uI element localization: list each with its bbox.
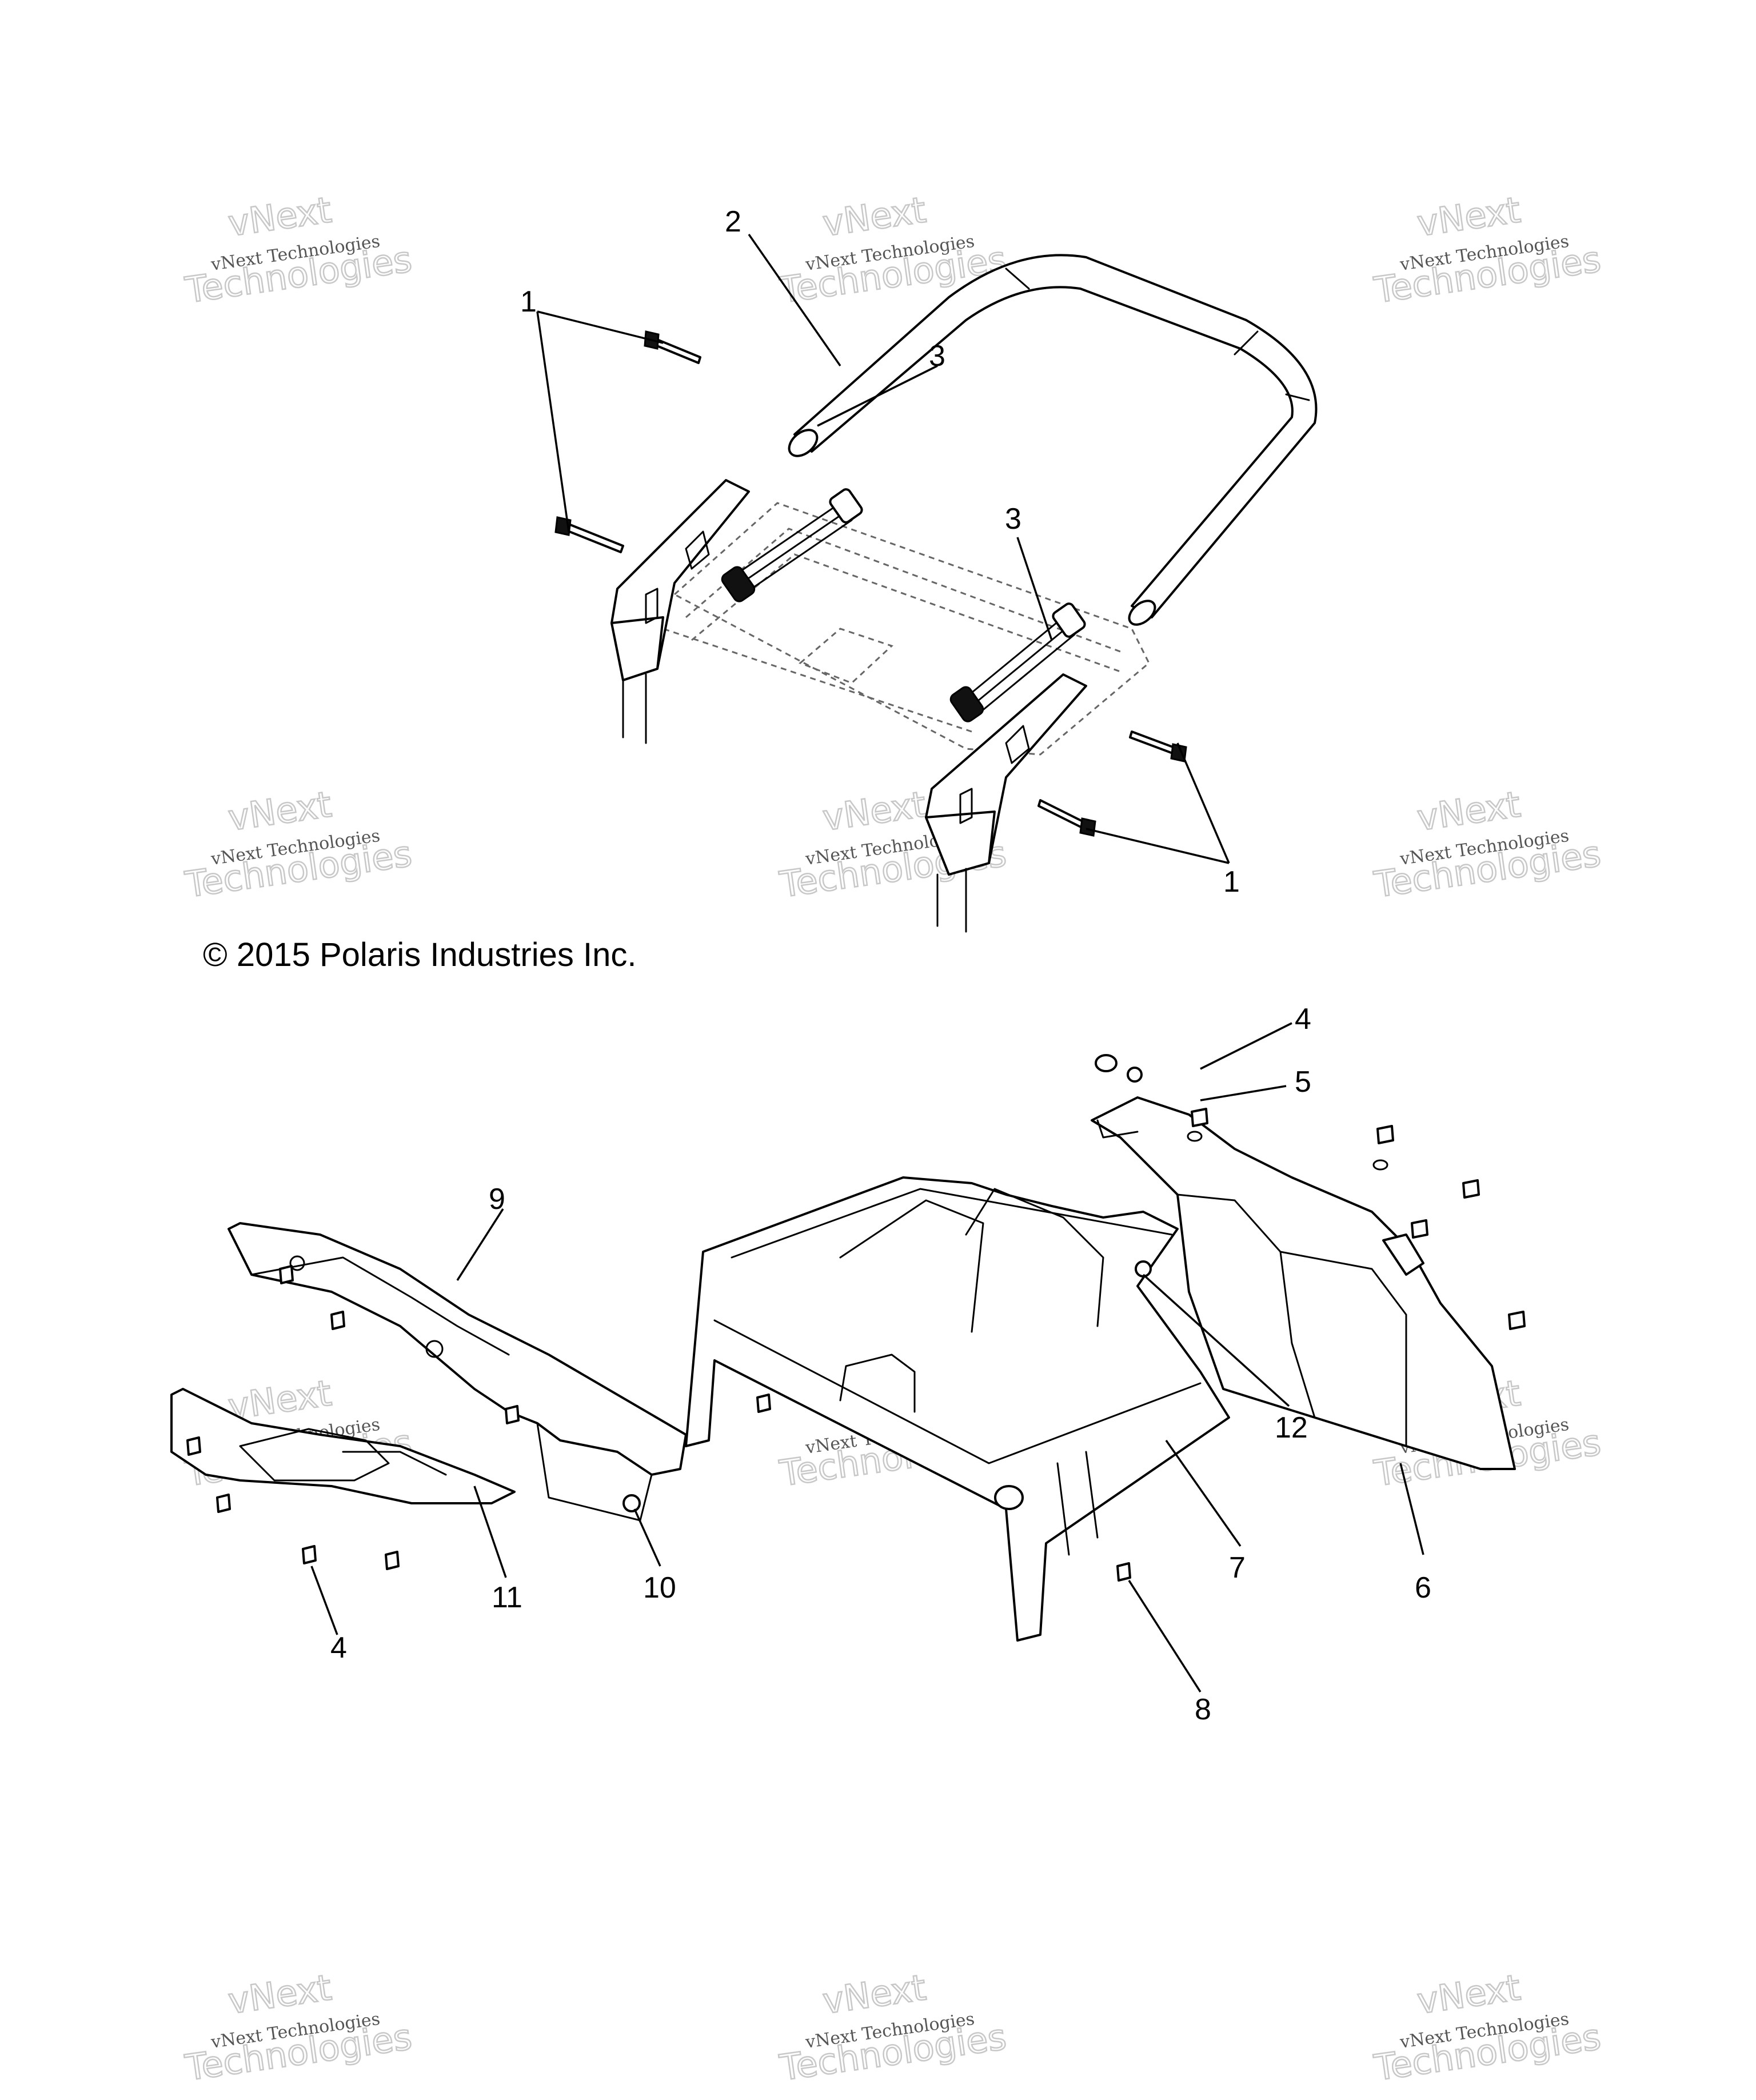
svg-text:vNext: vNext: [820, 783, 929, 839]
svg-text:vNext: vNext: [820, 1966, 929, 2022]
right-bracket: [925, 673, 1087, 933]
callout-7: 7: [1229, 1551, 1246, 1584]
right-harness: [949, 602, 1086, 722]
top-bolts: [554, 330, 1187, 837]
callout-5: 5: [1295, 1065, 1311, 1099]
svg-text:vNext: vNext: [1415, 1966, 1523, 2022]
watermark-mid-right: vNext vNext Technologies Technologies: [1371, 782, 1604, 907]
svg-text:vNext: vNext: [226, 189, 334, 244]
cargo-bed-outline: [628, 502, 1150, 756]
leader-lines: [310, 234, 1424, 1692]
bottom-fasteners: [186, 1054, 1526, 1582]
callout-1-top: 1: [520, 285, 537, 318]
left-harness: [721, 488, 863, 602]
left-bracket: [610, 479, 750, 744]
right-side-panel: [1091, 1096, 1516, 1470]
svg-text:vNext: vNext: [820, 189, 929, 244]
callout-10: 10: [643, 1571, 676, 1604]
watermark-bottom-center: vNext vNext Technologies Technologies: [776, 1966, 1009, 2090]
callout-4-top: 4: [1295, 1003, 1311, 1036]
roll-bar-tube: [788, 254, 1318, 626]
callout-3-right: 3: [1005, 502, 1021, 536]
rear-cargo-body: [685, 1176, 1230, 1642]
callout-12: 12: [1275, 1411, 1308, 1444]
callout-4-bottom: 4: [330, 1631, 347, 1664]
watermark-bottom-left: vNext vNext Technologies Technologies: [182, 1966, 415, 2090]
callout-2: 2: [725, 205, 741, 238]
watermark-top-left: vNext vNext Technologies Technologies: [182, 188, 415, 312]
left-upper-panel: [228, 1222, 687, 1522]
copyright-notice: © 2015 Polaris Industries Inc.: [203, 936, 636, 973]
svg-text:vNext: vNext: [226, 783, 334, 839]
callout-9: 9: [489, 1183, 505, 1216]
callout-11: 11: [492, 1581, 522, 1614]
left-lower-panel: [170, 1388, 516, 1504]
svg-text:vNext: vNext: [226, 1966, 334, 2022]
callout-8: 8: [1195, 1693, 1211, 1726]
watermark-bottom-right: vNext vNext Technologies Technologies: [1371, 1966, 1604, 2090]
callout-3-left: 3: [929, 340, 945, 373]
callout-1-bottom: 1: [1223, 865, 1240, 899]
watermark-top-right: vNext vNext Technologies Technologies: [1371, 188, 1604, 312]
svg-text:vNext: vNext: [1415, 189, 1523, 244]
callout-6: 6: [1415, 1571, 1431, 1604]
svg-text:vNext: vNext: [1415, 783, 1523, 839]
watermark-mid-left: vNext vNext Technologies Technologies: [182, 782, 415, 907]
